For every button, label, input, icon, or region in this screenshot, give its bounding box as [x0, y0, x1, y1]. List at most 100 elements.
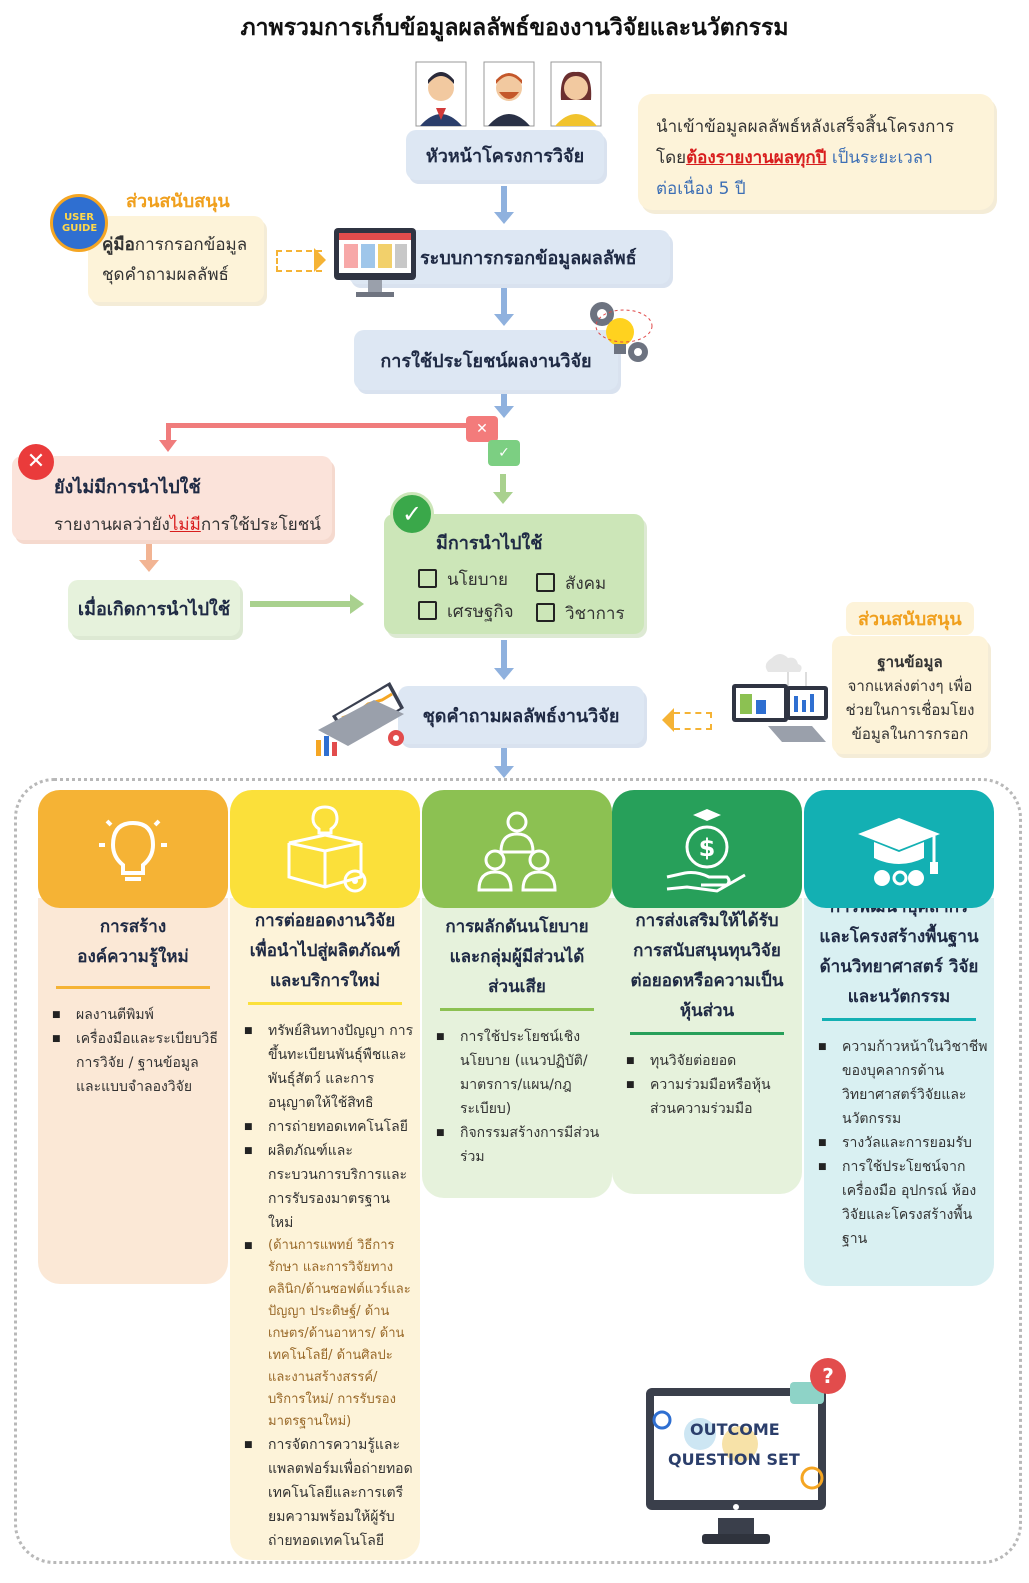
list-item: การจัดการความรู้และแพลตฟอร์มเพื่อถ่ายทอด… [244, 1433, 414, 1553]
list-item: ความก้าวหน้าในวิชาชีพของบุคลากรด้านวิทยา… [818, 1035, 988, 1131]
funding-icon: $ [666, 809, 746, 893]
column-title-line: หุ้นส่วน [679, 1001, 735, 1021]
gear-bulb-icon [590, 302, 653, 362]
question-set-box: ชุดคำถามผลลัพธ์งานวิจัย [398, 686, 644, 744]
support-label: ส่วนสนับสนุน [126, 191, 230, 212]
column-title-line: และโครงสร้างพื้นฐาน [819, 927, 979, 947]
column-header [230, 790, 420, 908]
red-arrow-head [159, 440, 177, 452]
peach-arrow-head [139, 560, 159, 572]
column-divider [248, 1002, 402, 1005]
not-used-title: ยังไม่มีการนำไปใช้ [54, 477, 201, 498]
column-title: การส่งเสริมให้ได้รับ การสนับสนุนทุนวิจัย… [618, 906, 796, 1026]
column-divider [630, 1032, 784, 1035]
note-line3: ต่อเนื่อง 5 ปี [656, 179, 746, 199]
option-academic: วิชาการ [536, 600, 625, 627]
column-title-line: องค์ความรู้ใหม่ [77, 947, 189, 967]
green-connector [250, 601, 352, 607]
column-list: ทุนวิจัยต่อยอด ความร่วมมือหรือหุ้นส่วนคว… [612, 1049, 802, 1121]
column-title-line: การต่อยอดงานวิจัย [254, 911, 396, 931]
option-policy: นโยบาย [418, 566, 508, 593]
list-item: ทุนวิจัยต่อยอด [626, 1049, 796, 1073]
dashed-arrow-head [314, 248, 326, 272]
option-society: สังคม [536, 570, 606, 597]
when-used-label: เมื่อเกิดการนำไปใช้ [77, 598, 231, 620]
option-academic-label: วิชาการ [565, 604, 625, 624]
not-used-desc: รายงานผลว่ายัง [54, 515, 170, 535]
monitor-text-1: OUTCOME [690, 1420, 780, 1439]
user-guide-icon: USER GUIDE [50, 194, 108, 252]
red-connector [170, 423, 466, 428]
monitor-text-2: QUESTION SET [668, 1450, 800, 1469]
column-body: การต่อยอดงานวิจัย เพื่อนำไปสู่ผลิตภัณฑ์ … [230, 898, 420, 1560]
database-box: ฐานข้อมูล จากแหล่งต่างๆ เพื่อ ช่วยในการเ… [832, 636, 988, 754]
check-icon: ✓ [390, 492, 434, 536]
guide-line2: ชุดคำถามผลลัพธ์ [102, 265, 229, 285]
list-item: รางวัลและการยอมรับ [818, 1131, 988, 1155]
user-guide-badge-text: USER GUIDE [62, 212, 98, 234]
database-desc-1: จากแหล่งต่างๆ เพื่อ [847, 677, 973, 695]
column-title-line: และนวัตกรรม [847, 987, 951, 1007]
checkbox-icon [536, 603, 555, 622]
column-title-line: และกลุ่มผู้มีส่วนได้ [449, 947, 585, 967]
used-title: มีการนำไปใช้ [436, 533, 543, 554]
when-used-box: เมื่อเกิดการนำไปใช้ [68, 580, 240, 636]
utilization-label: การใช้ประโยชน์ผลงานวิจัย [380, 350, 592, 372]
column-header [422, 790, 612, 908]
arrow-down [494, 186, 514, 224]
list-item: การใช้ประโยชน์เชิงนโยบาย (แนวปฏิบัติ/มาต… [436, 1025, 606, 1121]
list-item: การถ่ายทอดเทคโนโลยี [244, 1115, 414, 1139]
not-used-box: ยังไม่มีการนำไปใช้ รายงานผลว่ายังไม่มีกา… [12, 456, 332, 540]
option-society-label: สังคม [565, 574, 607, 594]
stakeholders-icon [477, 811, 557, 892]
green-arrow [500, 474, 506, 494]
column-title-line: การสนับสนุนทุนวิจัย [633, 941, 781, 961]
list-item: การใช้ประโยชน์จากเครื่องมือ อุปกรณ์ ห้อง… [818, 1155, 988, 1251]
dashed-arrow-left [674, 712, 712, 730]
column-title-line: และบริการใหม่ [269, 971, 381, 991]
column-title: การพัฒนาบุคลากร และโครงสร้างพื้นฐาน ด้าน… [810, 892, 988, 1012]
checkbox-icon [418, 601, 437, 620]
dashed-arrow-right [276, 250, 322, 272]
column-list: ผลงานตีพิมพ์ เครื่องมือและระเบียบวิธีการ… [38, 1003, 228, 1099]
outcome-container [14, 778, 1022, 1564]
entry-system-label: ระบบการกรอกข้อมูลผลลัพธ์ [420, 247, 637, 269]
not-used-emphasis: ไม่มี [169, 515, 201, 535]
question-set-label: ชุดคำถามผลลัพธ์งานวิจัย [422, 705, 620, 727]
outcome-monitor-icon: ? [646, 1358, 846, 1544]
note-line2-prefix: โดย [656, 148, 687, 168]
svg-text:$: $ [699, 834, 716, 862]
svg-text:?: ? [822, 1364, 834, 1388]
column-list: การใช้ประโยชน์เชิงนโยบาย (แนวปฏิบัติ/มาต… [422, 1025, 612, 1169]
red-connector-down [166, 423, 171, 443]
no-chat-icon: ✕ [466, 416, 498, 442]
column-title: การผลักดันนโยบาย และกลุ่มผู้มีส่วนได้ ส่… [428, 912, 606, 1002]
green-arrow-head-down [493, 492, 513, 504]
list-item: กิจกรรมสร้างการมีส่วนร่วม [436, 1121, 606, 1169]
note-emphasis: ต้องรายงานผลทุกปี [686, 148, 827, 168]
not-used-desc-tail: การใช้ประโยชน์ [200, 515, 321, 535]
arrow-down [494, 394, 514, 418]
lightbulb-icon [99, 819, 167, 881]
column-body: การสร้าง องค์ความรู้ใหม่ ผลงานตีพิมพ์ เค… [38, 898, 228, 1284]
devices-icon [732, 654, 828, 742]
close-icon: ✕ [18, 444, 54, 480]
column-title: การสร้าง องค์ความรู้ใหม่ [44, 912, 222, 972]
arrow-down [494, 640, 514, 680]
monitor-icon [334, 228, 416, 297]
column-list: ความก้าวหน้าในวิชาชีพของบุคลากรด้านวิทยา… [804, 1035, 994, 1251]
project-head-box: หัวหน้าโครงการวิจัย [406, 130, 604, 180]
column-title: การต่อยอดงานวิจัย เพื่อนำไปสู่ผลิตภัณฑ์ … [236, 906, 414, 996]
checkbox-icon [418, 569, 437, 588]
list-note-text: (ด้านการแพทย์ วิธีการรักษา และการวิจัยทา… [268, 1238, 411, 1429]
user-guide-box: คู่มือการกรอกข้อมูล ชุดคำถามผลลัพธ์ [88, 216, 264, 302]
column-title-line: ด้านวิทยาศาสตร์ วิจัย [819, 957, 979, 977]
column-body: การพัฒนาบุคลากร และโครงสร้างพื้นฐาน ด้าน… [804, 897, 994, 1286]
note-line1: นำเข้าข้อมูลผลลัพธ์หลังเสร็จสิ้นโครงการ [656, 117, 955, 137]
option-policy-label: นโยบาย [447, 570, 509, 590]
researcher-avatars-icon [415, 61, 602, 127]
column-title-line: การสร้าง [99, 917, 167, 937]
list-item: เครื่องมือและระเบียบวิธีการวิจัย / ฐานข้… [52, 1027, 222, 1099]
column-divider [56, 986, 210, 989]
column-body: การผลักดันนโยบาย และกลุ่มผู้มีส่วนได้ ส่… [422, 898, 612, 1198]
